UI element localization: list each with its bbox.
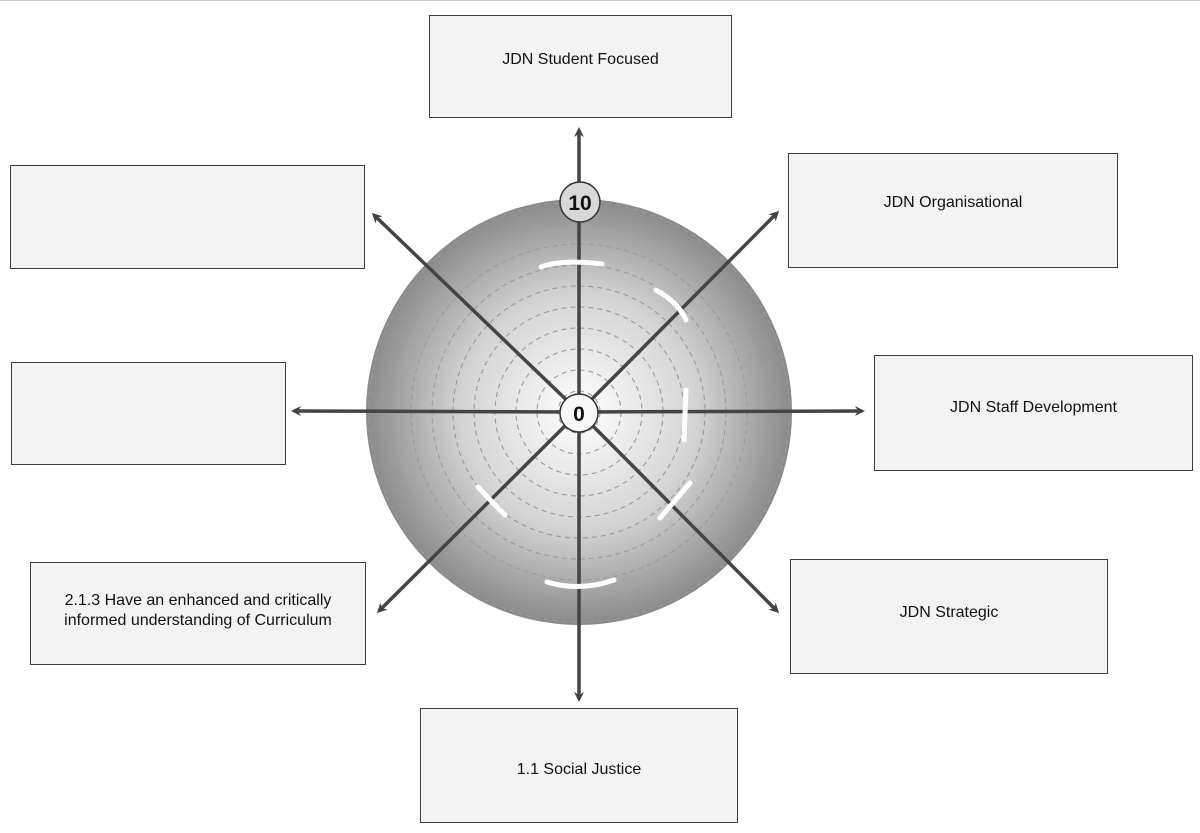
- axis-label-top: JDN Student Focused: [429, 15, 732, 118]
- rating-marker-bottom: [544, 577, 617, 590]
- scale-min-badge: 0: [559, 393, 599, 433]
- axis-arrow-bottom-left: [376, 410, 581, 614]
- axis-label-bottom-left: 2.1.3 Have an enhanced and critically in…: [30, 562, 366, 665]
- axis-label-bottom: 1.1 Social Justice: [420, 708, 738, 823]
- axis-arrow-left: [291, 406, 580, 417]
- axis-arrow-right: [578, 406, 865, 417]
- axis-label-bottom-right: JDN Strategic: [790, 559, 1108, 674]
- rating-marker-right: [681, 387, 689, 443]
- rating-marker-bottom-right: [657, 480, 693, 521]
- scale-max-label: 10: [568, 192, 591, 215]
- rating-markers: [475, 259, 693, 590]
- rating-marker-top: [538, 259, 605, 270]
- axis-label-top-left: [10, 165, 365, 269]
- axis-label-right: JDN Staff Development: [874, 355, 1193, 471]
- axis-label-top-right-text: JDN Organisational: [883, 194, 1023, 211]
- axis-label-bottom-text: 1.1 Social Justice: [516, 760, 642, 778]
- axis-label-right-text: JDN Staff Development: [950, 399, 1117, 416]
- axis-arrow-bottom-right: [577, 410, 780, 614]
- axis-arrows: [291, 127, 865, 702]
- axis-label-top-right: JDN Organisational: [788, 153, 1118, 268]
- scale-max-badge: 10: [559, 181, 601, 223]
- scale-min-label: 0: [573, 403, 585, 426]
- rating-marker-top-right: [653, 287, 689, 323]
- axis-label-left: [11, 362, 286, 465]
- rating-marker-bottom-left: [475, 484, 508, 518]
- axis-arrow-top-left: [371, 212, 581, 414]
- top-border: [0, 0, 1200, 1]
- axis-label-top-text: JDN Student Focused: [502, 50, 659, 68]
- axis-label-bottom-left-text: 2.1.3 Have an enhanced and critically in…: [64, 591, 332, 629]
- axis-label-bottom-right-text: JDN Strategic: [899, 603, 999, 621]
- axis-arrow-top-right: [577, 210, 780, 414]
